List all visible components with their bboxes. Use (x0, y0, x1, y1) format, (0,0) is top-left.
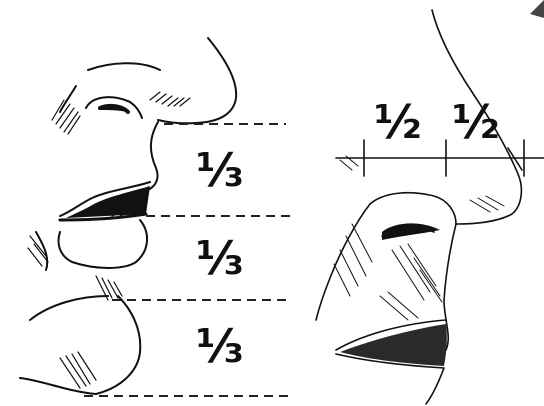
nose-outline (158, 38, 236, 123)
nostril-wing-right (370, 193, 456, 224)
thirds-guide-lines (84, 124, 290, 396)
under-lip-shading (340, 324, 447, 366)
third-label-middle: ⅓ (196, 231, 244, 285)
chin-underside (30, 296, 108, 320)
third-label-upper: ⅓ (196, 143, 244, 197)
right-hatching (334, 156, 504, 320)
philtrum-line (148, 122, 158, 190)
half-label-left: ½ (374, 95, 422, 149)
half-label-right: ½ (452, 95, 500, 149)
chin-outline (96, 296, 140, 394)
nostril-wing (88, 63, 160, 70)
nose-tip (456, 174, 521, 224)
corner-mark (530, 0, 544, 18)
lower-lip (59, 220, 148, 268)
cheek-contour (316, 204, 370, 320)
upper-lip-shading (66, 186, 150, 218)
third-label-lower: ⅓ (196, 319, 244, 373)
nose-bridge (432, 10, 518, 174)
jaw-line (20, 378, 96, 394)
halves-measure-line (336, 140, 544, 176)
left-hatching (28, 92, 190, 388)
